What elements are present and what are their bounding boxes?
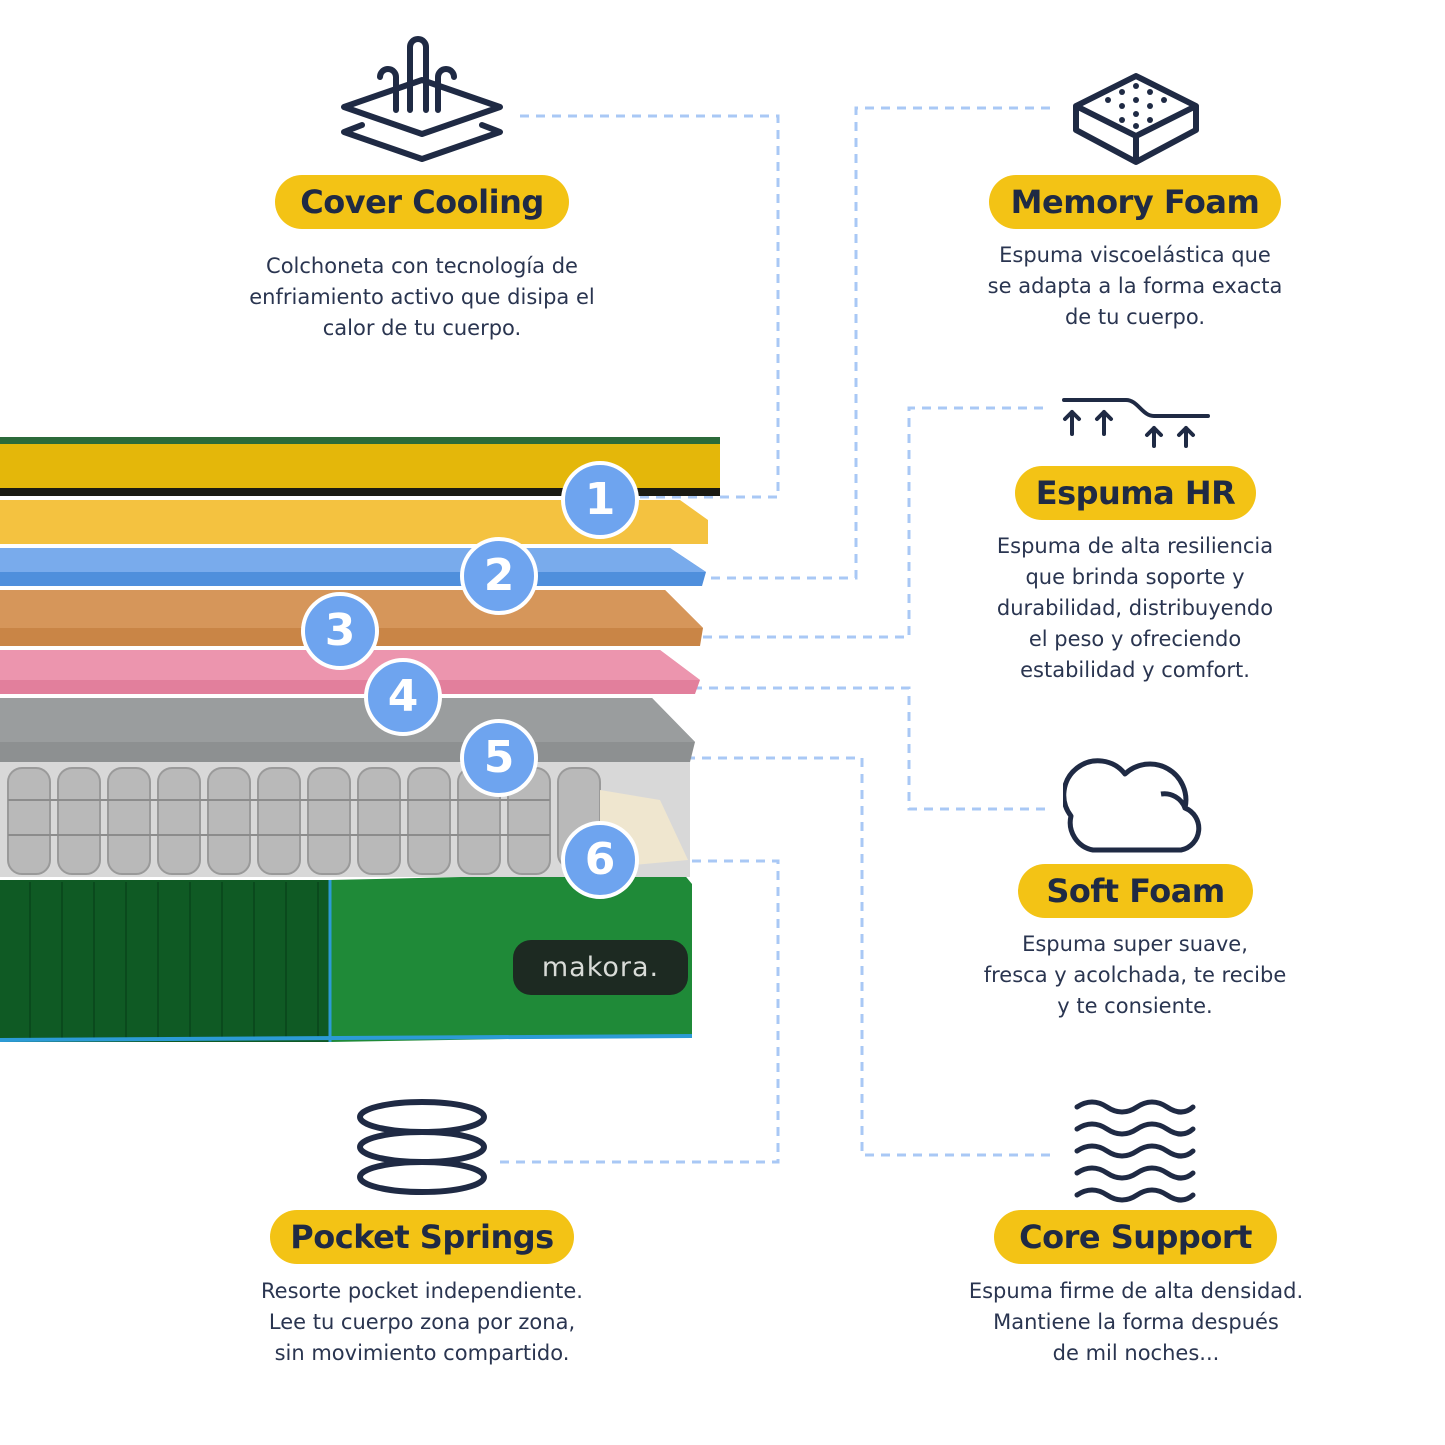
waves-icon [1074,1099,1196,1203]
core-support-title: Core Support [994,1210,1277,1264]
pocket-springs-description: Resorte pocket independiente. Lee tu cue… [261,1279,583,1365]
espuma-hr-title: Espuma HR [1015,466,1256,520]
cloud-icon [1063,758,1202,853]
cover-cooling-description: Colchoneta con tecnología de enfriamient… [249,254,595,340]
soft-foam-title: Soft Foam [1018,864,1253,918]
badge-5: 5 [460,719,538,797]
connector-soft-foam [442,686,1045,811]
layer-cover [0,437,720,496]
badge-1: 1 [561,461,639,539]
mattress-dots-icon [1073,73,1199,165]
badge-4: 4 [364,658,442,736]
memory-foam-title: Memory Foam [989,175,1281,229]
pocket-springs-title: Pocket Springs [270,1210,574,1264]
mattress-base [0,872,693,1042]
pocket-springs-layer [0,762,690,877]
spring-coil-icon [357,1099,487,1195]
cover-cooling-title: Cover Cooling [275,175,569,229]
core-support-description: Espuma firme de alta densidad. Mantiene … [968,1279,1304,1365]
soft-foam-description: Espuma super suave, fresca y acolchada, … [983,932,1287,1018]
steam-layers-icon [341,36,503,162]
badge-6: 6 [561,821,639,899]
badge-2: 2 [460,537,538,615]
brand-label: makora. [513,940,688,995]
badge-3: 3 [301,592,379,670]
connector-core-support [540,756,1050,1157]
memory-foam-description: Espuma viscoelástica que se adapta a la … [987,243,1283,329]
connector-pocket-springs [500,859,780,1164]
layer-memory [0,500,708,544]
connector-cover-cooling [520,114,780,499]
espuma-hr-description: Espuma de alta resiliencia que brinda so… [996,534,1274,682]
arrows-surface-icon [1062,398,1210,448]
